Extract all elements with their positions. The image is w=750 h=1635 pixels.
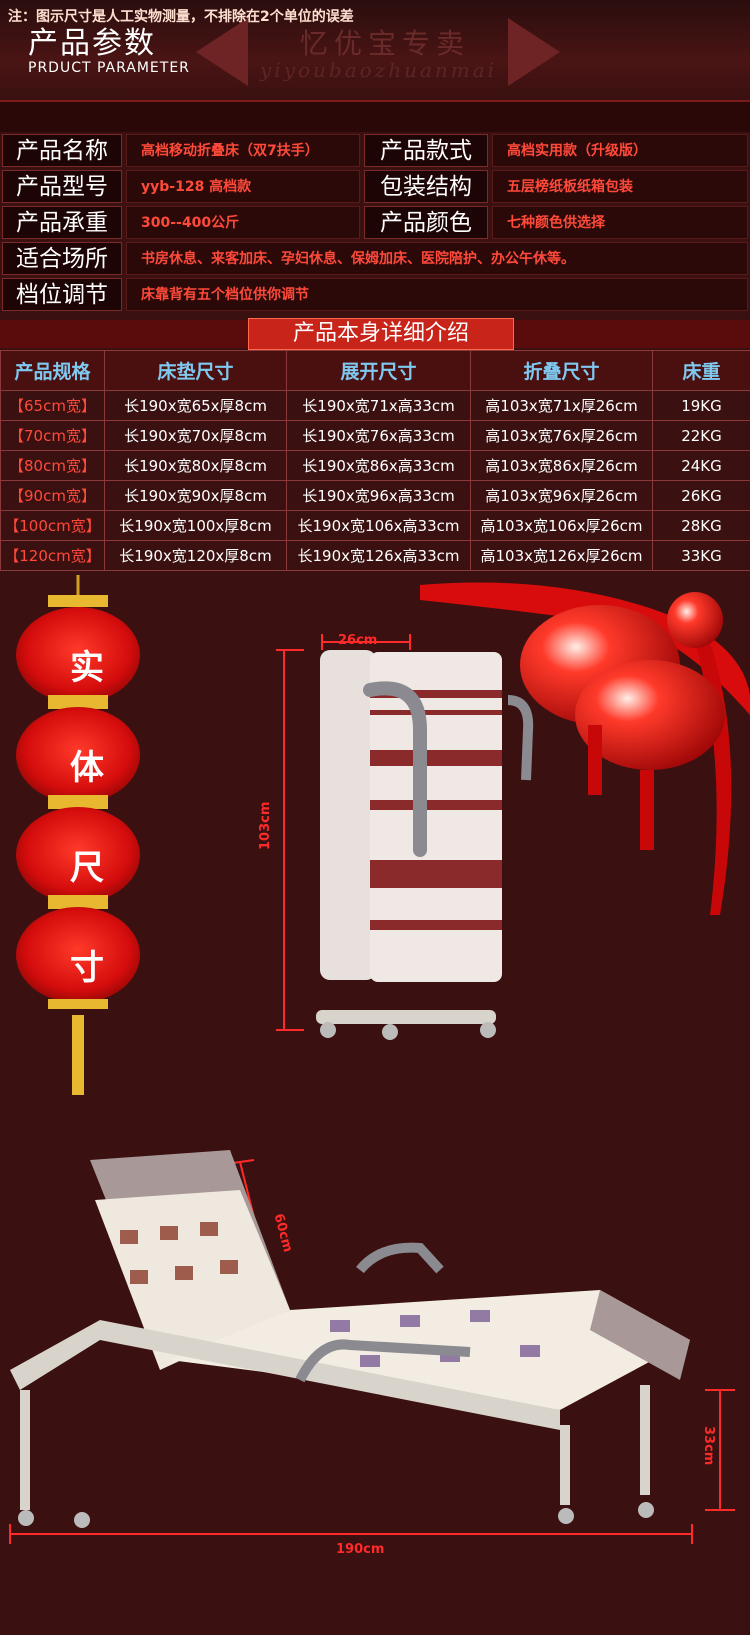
table-row: 【100cm宽】 长190x宽100x厚8cm 长190x宽106x高33cm …	[0, 510, 750, 541]
spec-header-cell: 折叠尺寸	[470, 350, 653, 391]
dim-folded-height: 103cm	[258, 801, 273, 850]
page-subtitle: PRDUCT PARAMETER	[28, 60, 190, 76]
dim-open-height: 33cm	[701, 1426, 716, 1466]
spec-table: 产品规格 床垫尺寸 展开尺寸 折叠尺寸 床重 【65cm宽】 长190x宽65x…	[0, 350, 750, 571]
decor-arrow-right-icon	[508, 18, 560, 86]
spec-cell: 长190x宽120x厚8cm	[104, 540, 287, 571]
param-value-load: 300--400公斤	[126, 206, 360, 239]
spec-cell: 长190x宽126x高33cm	[286, 540, 471, 571]
spec-cell: 长190x宽96x高33cm	[286, 480, 471, 511]
spec-header-cell: 展开尺寸	[286, 350, 471, 391]
spec-cell: 28KG	[652, 510, 750, 541]
folded-bed-illustration	[276, 634, 534, 1040]
table-row: 【80cm宽】 长190x宽80x厚8cm 长190x宽86x高33cm 高10…	[0, 450, 750, 481]
spec-cell: 长190x宽71x高33cm	[286, 390, 471, 421]
param-label-style: 产品款式	[364, 134, 488, 167]
spec-cell: 【65cm宽】	[0, 390, 105, 421]
dim-folded-depth: 26cm	[338, 633, 378, 648]
spec-cell: 长190x宽100x厚8cm	[104, 510, 287, 541]
lantern-char: 实	[70, 648, 104, 688]
lantern-string-icon	[16, 575, 140, 1095]
spec-cell: 长190x宽65x厚8cm	[104, 390, 287, 421]
param-label-name: 产品名称	[2, 134, 122, 167]
spec-cell: 19KG	[652, 390, 750, 421]
spec-header-cell: 产品规格	[0, 350, 105, 391]
param-value-name: 高档移动折叠床（双7扶手）	[126, 134, 360, 167]
param-label-pack: 包装结构	[364, 170, 488, 203]
param-value-gear: 床靠背有五个档位供你调节	[126, 278, 748, 311]
dim-open-length: 190cm	[336, 1542, 385, 1557]
param-label-load: 产品承重	[2, 206, 122, 239]
spec-cell: 【80cm宽】	[0, 450, 105, 481]
spec-cell: 【90cm宽】	[0, 480, 105, 511]
spec-cell: 22KG	[652, 420, 750, 451]
table-row: 【65cm宽】 长190x宽65x厚8cm 长190x宽71x高33cm 高10…	[0, 390, 750, 421]
table-row: 【70cm宽】 长190x宽70x厚8cm 长190x宽76x高33cm 高10…	[0, 420, 750, 451]
table-row: 【120cm宽】 长190x宽120x厚8cm 长190x宽126x高33cm …	[0, 540, 750, 571]
spec-cell: 24KG	[652, 450, 750, 481]
spec-cell: 长190x宽70x厚8cm	[104, 420, 287, 451]
watermark-cn: 忆优宝专卖	[300, 27, 471, 60]
lantern-char: 尺	[70, 848, 104, 888]
page-header	[0, 0, 750, 100]
spec-cell: 高103x宽126x厚26cm	[470, 540, 653, 571]
lantern-ribbon-decor-icon	[420, 582, 750, 915]
spec-cell: 【100cm宽】	[0, 510, 105, 541]
spec-cell: 长190x宽90x厚8cm	[104, 480, 287, 511]
open-bed-illustration	[9, 1150, 735, 1544]
page-title: 产品参数	[28, 26, 156, 61]
param-value-pack: 五层榜纸板纸箱包装	[492, 170, 748, 203]
spec-header-cell: 床重	[652, 350, 750, 391]
spec-cell: 33KG	[652, 540, 750, 571]
spec-cell: 长190x宽86x高33cm	[286, 450, 471, 481]
note-bar	[0, 100, 750, 132]
spec-cell: 高103x宽71x厚26cm	[470, 390, 653, 421]
param-value-color: 七种颜色供选择	[492, 206, 748, 239]
spec-cell: 高103x宽76x厚26cm	[470, 420, 653, 451]
param-label-venue: 适合场所	[2, 242, 122, 275]
spec-cell: 高103x宽106x厚26cm	[470, 510, 653, 541]
lantern-char: 体	[70, 748, 104, 788]
param-value-style: 高档实用款（升级版）	[492, 134, 748, 167]
spec-cell: 【70cm宽】	[0, 420, 105, 451]
param-label-color: 产品颜色	[364, 206, 488, 239]
table-row: 【90cm宽】 长190x宽90x厚8cm 长190x宽96x高33cm 高10…	[0, 480, 750, 511]
spec-header-row: 产品规格 床垫尺寸 展开尺寸 折叠尺寸 床重	[0, 350, 750, 391]
spec-cell: 长190x宽76x高33cm	[286, 420, 471, 451]
param-label-gear: 档位调节	[2, 278, 122, 311]
section-title: 产品本身详细介绍	[248, 318, 514, 350]
spec-cell: 高103x宽86x厚26cm	[470, 450, 653, 481]
watermark-en: yiyoubaozhuanmai	[260, 58, 498, 82]
spec-cell: 【120cm宽】	[0, 540, 105, 571]
spec-cell: 长190x宽106x高33cm	[286, 510, 471, 541]
spec-header-cell: 床垫尺寸	[104, 350, 287, 391]
spec-cell: 高103x宽96x厚26cm	[470, 480, 653, 511]
param-value-venue: 书房休息、来客加床、孕妇休息、保姆加床、医院陪护、办公午休等。	[126, 242, 748, 275]
spec-cell: 长190x宽80x厚8cm	[104, 450, 287, 481]
lantern-char: 寸	[70, 948, 104, 988]
spec-cell: 26KG	[652, 480, 750, 511]
note-text: 注：图示尺寸是人工实物测量，不排除在2个单位的误差	[8, 9, 354, 25]
param-label-model: 产品型号	[2, 170, 122, 203]
param-value-model: yyb-128 高档款	[126, 170, 360, 203]
decor-arrow-left-icon	[196, 18, 248, 86]
